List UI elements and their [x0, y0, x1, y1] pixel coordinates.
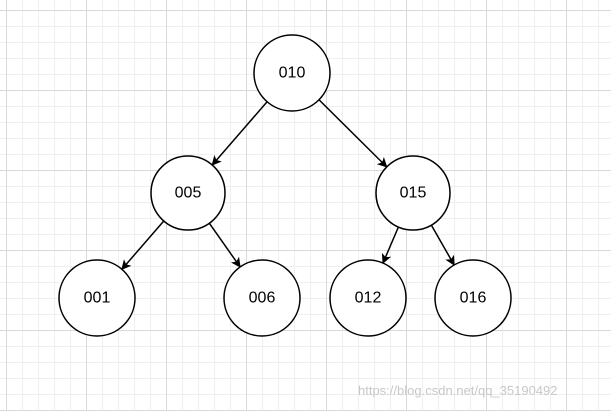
nodes-layer: 010 005 015 001 006 012 016: [58, 34, 512, 337]
node-circle: [253, 34, 331, 112]
node-circle: [375, 155, 451, 231]
edge-010-to-015: [318, 99, 388, 168]
node-circle: [58, 259, 136, 337]
tree-node-015: 015: [375, 155, 451, 231]
node-label: 006: [249, 290, 276, 307]
watermark-text: https://blog.csdn.net/qq_35190492: [358, 383, 558, 398]
node-circle: [434, 259, 512, 337]
tree-node-006: 006: [223, 259, 301, 337]
tree-node-005: 005: [150, 155, 226, 231]
node-label: 005: [175, 185, 202, 202]
node-circle: [223, 259, 301, 337]
tree-node-010: 010: [253, 34, 331, 112]
node-circle: [150, 155, 226, 231]
tree-node-016: 016: [434, 259, 512, 337]
node-label: 016: [460, 290, 487, 307]
tree-node-012: 012: [329, 259, 407, 337]
node-label: 012: [355, 290, 382, 307]
edge-005-to-006: [208, 222, 241, 268]
node-label: 015: [400, 185, 427, 202]
edge-005-to-001: [121, 220, 165, 271]
edge-015-to-012: [381, 226, 400, 264]
node-label: 010: [279, 65, 306, 82]
tree-node-001: 001: [58, 259, 136, 337]
node-label: 001: [84, 290, 111, 307]
edge-015-to-016: [430, 224, 455, 266]
node-circle: [329, 259, 407, 337]
edges-layer: [121, 99, 455, 271]
edge-010-to-005: [211, 101, 268, 166]
